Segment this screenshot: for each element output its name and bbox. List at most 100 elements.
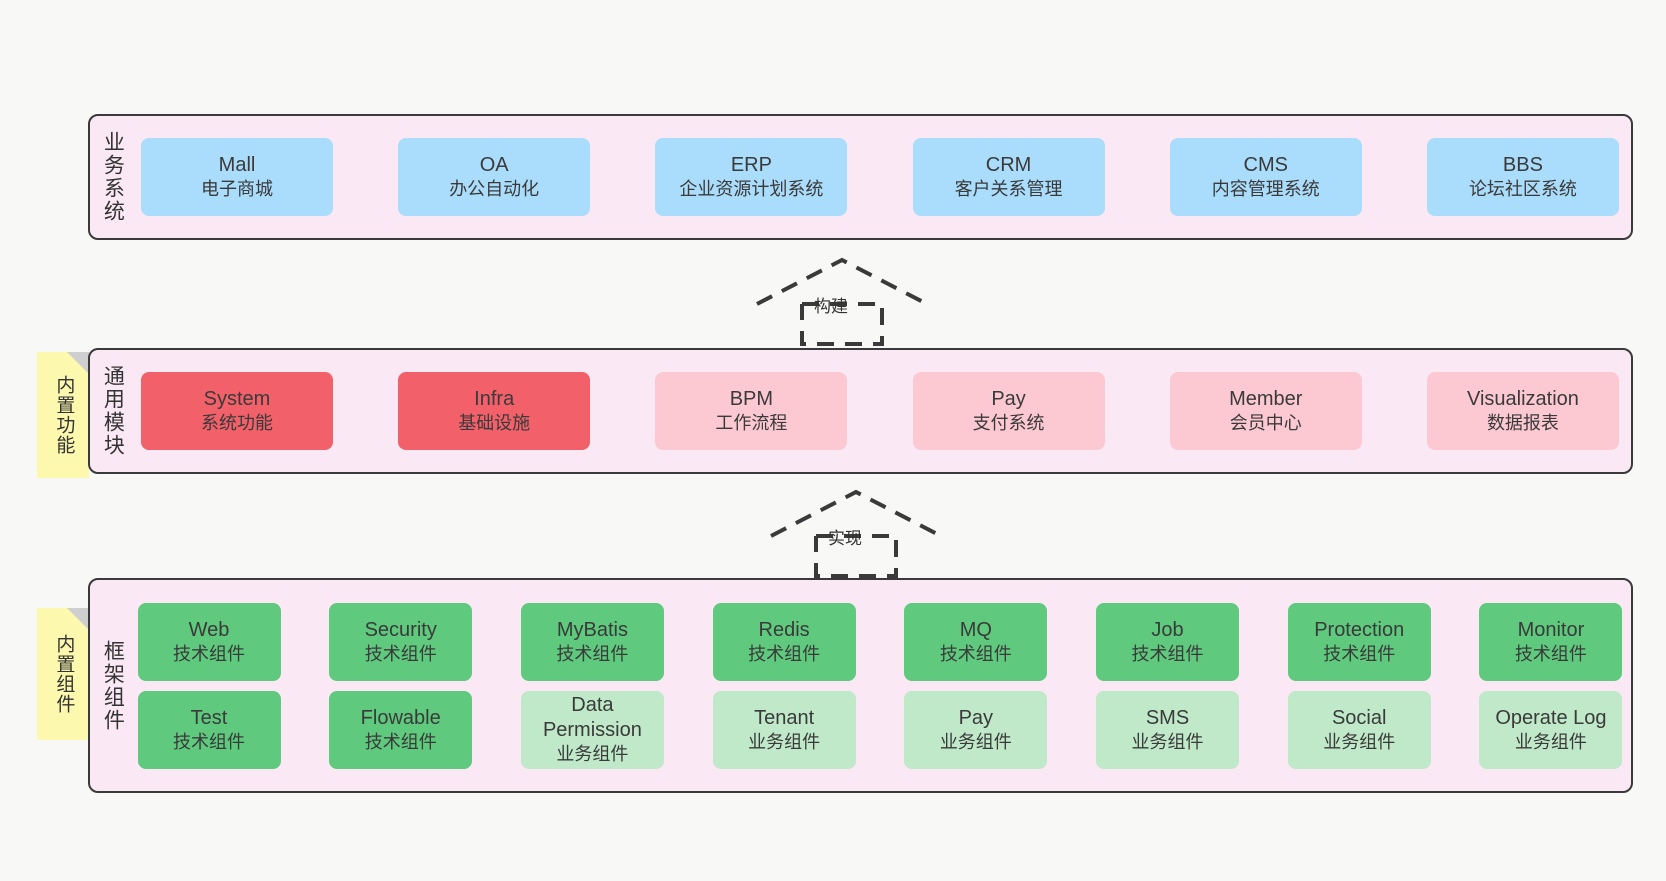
- node-security-cn: 技术组件: [364, 643, 437, 664]
- node-social-en: Social: [1331, 706, 1387, 729]
- node-job-en: Job: [1151, 618, 1184, 641]
- node-crm-cn: 客户关系管理: [954, 179, 1063, 200]
- node-member-en: Member: [1229, 388, 1303, 411]
- node-mall-en: Mall: [218, 154, 256, 177]
- node-crm-en: CRM: [985, 154, 1032, 177]
- node-operate-log-cn: 业务组件: [1514, 731, 1587, 752]
- node-pay-component[interactable]: Pay 业务组件: [904, 690, 1048, 769]
- node-system[interactable]: System 系统功能: [141, 372, 333, 450]
- layer-business-system: 业务系统 Mall 电子商城 OA 办公自动化 ERP 企业资源计划系统 CRM: [88, 114, 1633, 240]
- node-erp[interactable]: ERP 企业资源计划系统: [655, 138, 848, 216]
- node-tenant-cn: 业务组件: [748, 731, 821, 752]
- node-oa[interactable]: OA 办公自动化: [398, 138, 591, 216]
- note-fold-corner-icon: [67, 352, 89, 374]
- build-arrow-head: [756, 257, 928, 306]
- node-monitor-cn: 技术组件: [1514, 643, 1587, 664]
- layer-framework-component-title: 框架组件: [101, 639, 125, 732]
- business-node-row: Mall 电子商城 OA 办公自动化 ERP 企业资源计划系统 CRM 客户关系…: [134, 138, 1619, 216]
- connector-build-label: 构建: [814, 297, 848, 316]
- implement-arrow-head: [770, 489, 942, 538]
- node-social-cn: 业务组件: [1323, 731, 1396, 752]
- layer-framework-component: 框架组件 Web 技术组件 Security 技术组件 MyBatis 技术组件…: [88, 578, 1633, 793]
- node-mq-en: MQ: [959, 618, 992, 641]
- note-builtin-component: 内置组件: [37, 608, 89, 740]
- node-test[interactable]: Test 技术组件: [137, 690, 281, 769]
- node-infra[interactable]: Infra 基础设施: [398, 372, 591, 450]
- node-visualization[interactable]: Visualization 数据报表: [1426, 372, 1619, 450]
- node-protection-cn: 技术组件: [1323, 643, 1396, 664]
- node-oa-en: OA: [479, 154, 509, 177]
- node-mq[interactable]: MQ 技术组件: [904, 602, 1048, 681]
- node-monitor-en: Monitor: [1517, 618, 1585, 641]
- node-member[interactable]: Member 会员中心: [1169, 372, 1362, 450]
- implement-arrow-stem: [814, 534, 898, 578]
- node-mall-cn: 电子商城: [201, 179, 273, 200]
- note-builtin-component-text: 内置组件: [53, 634, 75, 714]
- node-member-cn: 会员中心: [1229, 413, 1302, 434]
- node-job-cn: 技术组件: [1131, 643, 1204, 664]
- node-protection-en: Protection: [1314, 618, 1405, 641]
- note-builtin-function-text: 内置功能: [53, 375, 75, 455]
- node-redis[interactable]: Redis 技术组件: [712, 602, 856, 681]
- node-flowable-en: Flowable: [360, 706, 441, 729]
- framework-tech-row: Web 技术组件 Security 技术组件 MyBatis 技术组件 Redi…: [131, 602, 1623, 681]
- node-visualization-cn: 数据报表: [1486, 413, 1559, 434]
- node-bbs[interactable]: BBS 论坛社区系统: [1426, 138, 1619, 216]
- node-sms-en: SMS: [1145, 706, 1190, 729]
- node-pay-module[interactable]: Pay 支付系统: [912, 372, 1105, 450]
- node-sms[interactable]: SMS 业务组件: [1096, 690, 1240, 769]
- node-cms-en: CMS: [1243, 154, 1288, 177]
- node-oa-cn: 办公自动化: [449, 179, 540, 200]
- node-pay-module-cn: 支付系统: [972, 413, 1045, 434]
- node-pay-component-en: Pay: [958, 706, 994, 729]
- node-mq-cn: 技术组件: [939, 643, 1012, 664]
- node-pay-module-en: Pay: [991, 388, 1026, 411]
- node-mybatis-en: MyBatis: [556, 618, 628, 641]
- node-infra-cn: 基础设施: [458, 413, 531, 434]
- node-social[interactable]: Social 业务组件: [1287, 690, 1431, 769]
- framework-business-row: Test 技术组件 Flowable 技术组件 Data Permission …: [131, 690, 1623, 769]
- node-crm[interactable]: CRM 客户关系管理: [912, 138, 1105, 216]
- node-bbs-en: BBS: [1502, 154, 1543, 177]
- module-node-row: System 系统功能 Infra 基础设施 BPM 工作流程 Pay 支付系统…: [134, 372, 1619, 450]
- node-cms[interactable]: CMS 内容管理系统: [1169, 138, 1362, 216]
- node-system-cn: 系统功能: [201, 413, 273, 434]
- node-infra-en: Infra: [474, 388, 515, 411]
- node-flowable[interactable]: Flowable 技术组件: [329, 690, 473, 769]
- connector-implement: 实现: [766, 488, 946, 580]
- build-arrow-stem: [800, 302, 884, 346]
- node-bpm[interactable]: BPM 工作流程: [655, 372, 848, 450]
- node-redis-cn: 技术组件: [748, 643, 821, 664]
- node-mybatis[interactable]: MyBatis 技术组件: [520, 602, 664, 681]
- node-test-en: Test: [190, 706, 228, 729]
- node-cms-cn: 内容管理系统: [1211, 179, 1320, 200]
- connector-implement-label: 实现: [828, 529, 862, 548]
- node-data-permission-cn: 业务组件: [556, 744, 629, 765]
- node-flowable-cn: 技术组件: [364, 731, 437, 752]
- node-bpm-cn: 工作流程: [715, 413, 788, 434]
- layer-business-system-body: Mall 电子商城 OA 办公自动化 ERP 企业资源计划系统 CRM 客户关系…: [134, 116, 1631, 238]
- layer-business-system-title: 业务系统: [101, 131, 125, 223]
- layer-framework-component-body: Web 技术组件 Security 技术组件 MyBatis 技术组件 Redi…: [134, 580, 1631, 791]
- node-bbs-cn: 论坛社区系统: [1468, 179, 1577, 200]
- node-sms-cn: 业务组件: [1131, 731, 1204, 752]
- node-mybatis-cn: 技术组件: [556, 643, 629, 664]
- node-protection[interactable]: Protection 技术组件: [1287, 602, 1431, 681]
- node-pay-component-cn: 业务组件: [939, 731, 1012, 752]
- layer-common-module: 通用模块 System 系统功能 Infra 基础设施 BPM 工作流程 Pay: [88, 348, 1633, 474]
- node-job[interactable]: Job 技术组件: [1096, 602, 1240, 681]
- note-builtin-function: 内置功能: [37, 352, 89, 478]
- node-operate-log[interactable]: Operate Log 业务组件: [1479, 690, 1623, 769]
- node-security-en: Security: [364, 618, 437, 641]
- node-mall[interactable]: Mall 电子商城: [141, 138, 333, 216]
- node-tenant-en: Tenant: [754, 706, 815, 729]
- node-tenant[interactable]: Tenant 业务组件: [712, 690, 856, 769]
- node-security[interactable]: Security 技术组件: [329, 602, 473, 681]
- node-data-permission-en: Data Permission: [542, 693, 642, 742]
- node-data-permission[interactable]: Data Permission 业务组件: [520, 690, 664, 769]
- node-web-en: Web: [188, 618, 230, 641]
- note-fold-corner-icon: [67, 608, 89, 630]
- node-web[interactable]: Web 技术组件: [137, 602, 281, 681]
- node-monitor[interactable]: Monitor 技术组件: [1479, 602, 1623, 681]
